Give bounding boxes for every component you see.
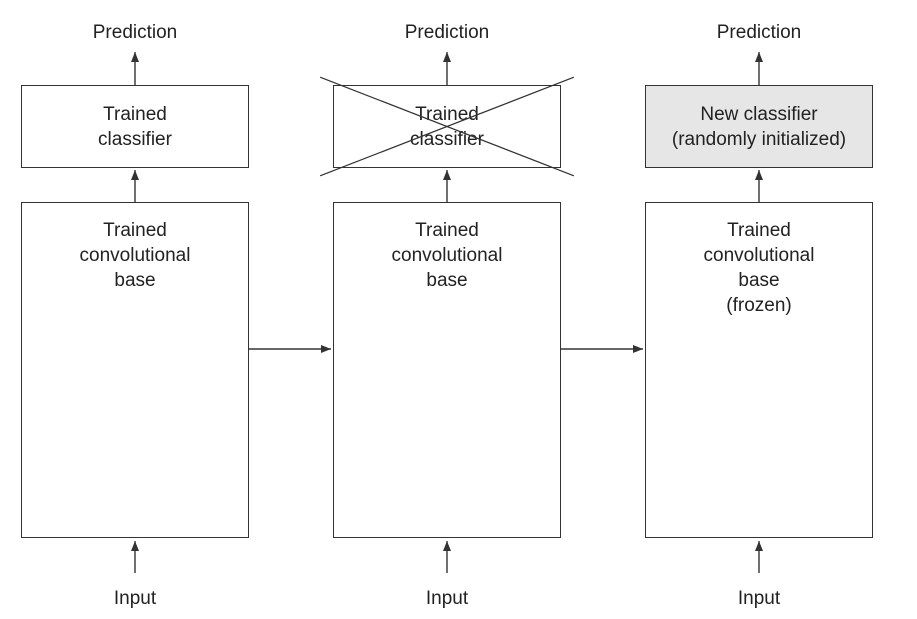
- base-line: base: [114, 270, 156, 291]
- convolutional-base-box-2: Trained convolutional base: [333, 202, 561, 538]
- base-line: convolutional: [79, 245, 191, 266]
- base-line: base: [426, 270, 468, 291]
- classifier-line: (randomly initialized): [671, 128, 847, 150]
- prediction-label-2: Prediction: [404, 22, 490, 43]
- trained-classifier-box-1: Trained classifier: [21, 85, 249, 168]
- new-classifier-box-3: New classifier (randomly initialized): [645, 85, 873, 168]
- classifier-line: Trained: [415, 103, 479, 125]
- prediction-label-3: Prediction: [716, 22, 802, 43]
- classifier-line: classifier: [98, 128, 172, 150]
- convolutional-base-box-1: Trained convolutional base: [21, 202, 249, 538]
- base-line: convolutional: [391, 245, 503, 266]
- classifier-line: Trained: [103, 103, 167, 125]
- base-line: (frozen): [726, 295, 792, 316]
- base-line: Trained: [103, 220, 167, 241]
- input-label-2: Input: [425, 588, 469, 609]
- classifier-line: classifier: [410, 128, 484, 150]
- classifier-line: New classifier: [700, 103, 818, 125]
- input-label-3: Input: [737, 588, 781, 609]
- base-line: convolutional: [703, 245, 815, 266]
- input-label-1: Input: [113, 588, 157, 609]
- crossed-out-classifier-box-2: Trained classifier: [319, 76, 575, 177]
- base-line: Trained: [415, 220, 479, 241]
- base-line: base: [738, 270, 780, 291]
- frozen-convolutional-base-box-3: Trained convolutional base (frozen): [645, 202, 873, 538]
- prediction-label-1: Prediction: [92, 22, 178, 43]
- base-line: Trained: [727, 220, 791, 241]
